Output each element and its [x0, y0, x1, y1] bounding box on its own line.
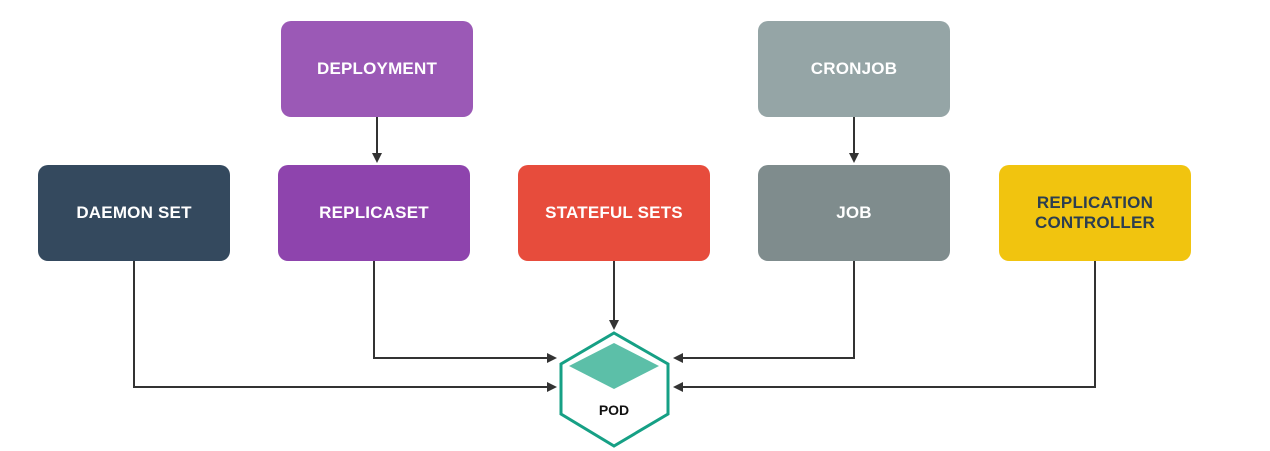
- cronjob-label: CRONJOB: [810, 59, 898, 78]
- pod-cube-top: [569, 343, 659, 389]
- deployment-node: DEPLOYMENT: [281, 21, 473, 117]
- job-node: JOB: [758, 165, 950, 261]
- replication-controller-label-line1: REPLICATION: [1036, 193, 1154, 212]
- pod-node: [559, 331, 670, 448]
- edge-replication-controller-pod: [673, 261, 1096, 392]
- replicaset-label: REPLICASET: [319, 203, 429, 222]
- replication-controller-label-line2: CONTROLLER: [1034, 213, 1156, 232]
- edge-job-pod: [673, 261, 855, 363]
- statefulsets-label: STATEFUL SETS: [545, 203, 683, 222]
- job-label: JOB: [836, 203, 872, 222]
- edge-replicaset-pod: [373, 261, 557, 363]
- deployment-label: DEPLOYMENT: [316, 59, 438, 78]
- replicaset-node: REPLICASET: [278, 165, 470, 261]
- daemonset-node: DAEMON SET: [38, 165, 230, 261]
- daemonset-label: DAEMON SET: [76, 203, 192, 222]
- edge-daemonset-pod: [133, 261, 557, 392]
- replication-controller-node: REPLICATION CONTROLLER: [999, 165, 1191, 261]
- cronjob-node: CRONJOB: [758, 21, 950, 117]
- statefulsets-node: STATEFUL SETS: [518, 165, 710, 261]
- pod-label: POD: [598, 402, 630, 418]
